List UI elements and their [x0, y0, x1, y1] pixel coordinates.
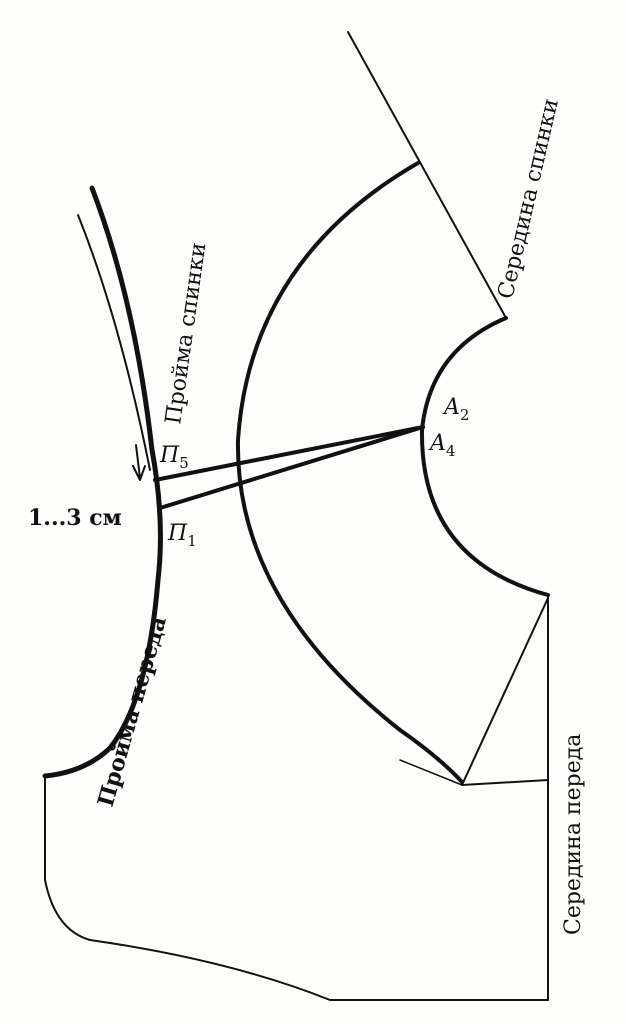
front-armhole-label: Пройма переда: [93, 614, 172, 810]
front-center-label: Середина переда: [561, 734, 586, 935]
point-a2: A2: [442, 395, 469, 424]
back-armhole-thin-line: [77, 214, 151, 471]
armhole-curve: [42, 185, 163, 779]
shift-arrow: [132, 444, 146, 481]
back-center-line: [347, 31, 507, 319]
front-outline: [44, 594, 549, 1001]
point-a4: A4: [428, 431, 455, 460]
line-p1-a4: [158, 425, 425, 510]
dart-thin-line: [399, 759, 463, 786]
back-center-label: Середина спинки: [493, 96, 563, 301]
neckline-curve: [419, 316, 550, 597]
offset-label: 1...3 см: [28, 505, 122, 531]
front-neck-diagonal: [461, 597, 549, 786]
point-p1: П1: [167, 521, 197, 550]
front-bottom-line: [461, 779, 549, 786]
point-p5: П5: [159, 443, 189, 472]
shoulder-arc: [235, 161, 464, 784]
back-armhole-label: Пройма спинки: [161, 241, 211, 426]
line-p5-a4: [153, 425, 425, 482]
